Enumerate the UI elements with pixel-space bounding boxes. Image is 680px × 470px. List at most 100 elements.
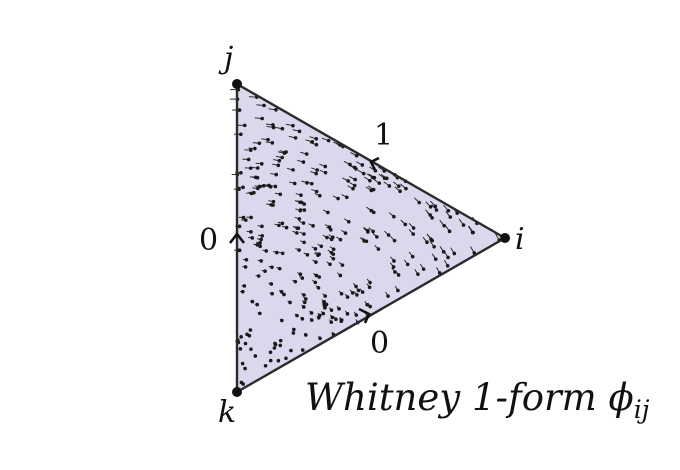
field-point (279, 289, 284, 294)
field-point (248, 166, 253, 170)
field-point (242, 123, 247, 128)
field-point (367, 285, 372, 290)
caption-symbol: ϕ (609, 376, 634, 419)
field-point (411, 226, 416, 230)
field-point (326, 210, 330, 215)
field-point (360, 290, 365, 294)
field-point (276, 163, 281, 168)
field-point (421, 267, 426, 271)
field-point (314, 142, 319, 147)
field-point (392, 259, 396, 263)
field-point (428, 205, 433, 209)
field-point (317, 193, 322, 198)
field-point (325, 235, 329, 240)
field-point (302, 293, 306, 297)
edge-value-ki: 0 (370, 326, 389, 361)
field-point (273, 184, 278, 189)
field-point (269, 282, 274, 286)
field-point (329, 308, 334, 312)
field-point (328, 262, 332, 267)
field-point (405, 262, 410, 267)
field-point (249, 347, 253, 351)
field-point (282, 292, 286, 297)
field-point (280, 318, 284, 323)
field-point (292, 327, 296, 332)
field-point (315, 168, 319, 172)
field-point (259, 162, 264, 166)
field-point (346, 219, 351, 224)
field-point (299, 193, 303, 198)
edge-value-ij: 1 (374, 118, 393, 153)
field-point (278, 343, 283, 348)
field-point (304, 333, 308, 337)
field-point (295, 313, 299, 318)
edge-ki-orientation-arrow (358, 307, 371, 324)
field-point (249, 215, 253, 220)
field-point (329, 227, 333, 232)
field-point (297, 129, 302, 134)
field-point (262, 103, 266, 108)
field-point (336, 196, 340, 201)
field-point (338, 237, 343, 242)
field-point (445, 263, 450, 268)
vertex-label-k: k (218, 395, 236, 430)
field-point (293, 279, 298, 284)
field-point (271, 203, 275, 207)
field-point (354, 313, 359, 317)
field-point (273, 342, 278, 347)
field-point (432, 244, 436, 249)
field-point (446, 208, 451, 213)
field-point (264, 249, 269, 253)
field-point (311, 224, 315, 228)
field-point (295, 231, 299, 235)
field-point (386, 294, 390, 298)
field-point (352, 183, 357, 188)
field-point (331, 247, 336, 252)
field-point (323, 164, 328, 169)
field-point (337, 307, 341, 311)
field-point (280, 126, 285, 131)
field-point (356, 288, 361, 293)
field-point (297, 248, 301, 252)
field-point (260, 234, 264, 238)
field-point (314, 137, 319, 141)
field-point (318, 313, 322, 318)
field-point (300, 348, 305, 352)
field-point (392, 238, 397, 243)
field-point (331, 256, 336, 261)
field-point (247, 333, 252, 338)
field-point (300, 276, 305, 280)
field-point (316, 285, 321, 290)
field-point (302, 240, 306, 245)
field-point (329, 250, 334, 255)
field-point (376, 247, 381, 251)
field-point (258, 241, 262, 245)
field-point (309, 318, 314, 322)
field-point (278, 338, 283, 343)
vertex-k-dot (232, 387, 242, 397)
field-point (350, 291, 355, 295)
field-point (248, 328, 253, 332)
field-point (391, 265, 396, 269)
field-point (263, 269, 267, 273)
vertex-j-dot (232, 79, 242, 89)
field-point (240, 289, 245, 294)
field-point (238, 347, 243, 351)
field-point (377, 181, 382, 185)
field-point (252, 190, 256, 195)
field-point (396, 273, 401, 277)
field-point (425, 240, 429, 245)
field-point (387, 184, 392, 188)
field-point (284, 225, 289, 230)
field-point (249, 230, 253, 234)
field-point (364, 239, 369, 244)
field-point (345, 295, 350, 299)
field-point (338, 273, 343, 278)
field-point (447, 229, 452, 234)
caption-subscript: ij (634, 395, 650, 424)
field-point (348, 162, 352, 167)
field-point (274, 172, 279, 177)
edge-jk-orientation-arrow (228, 231, 246, 244)
field-point (309, 311, 314, 315)
field-point (404, 186, 408, 191)
